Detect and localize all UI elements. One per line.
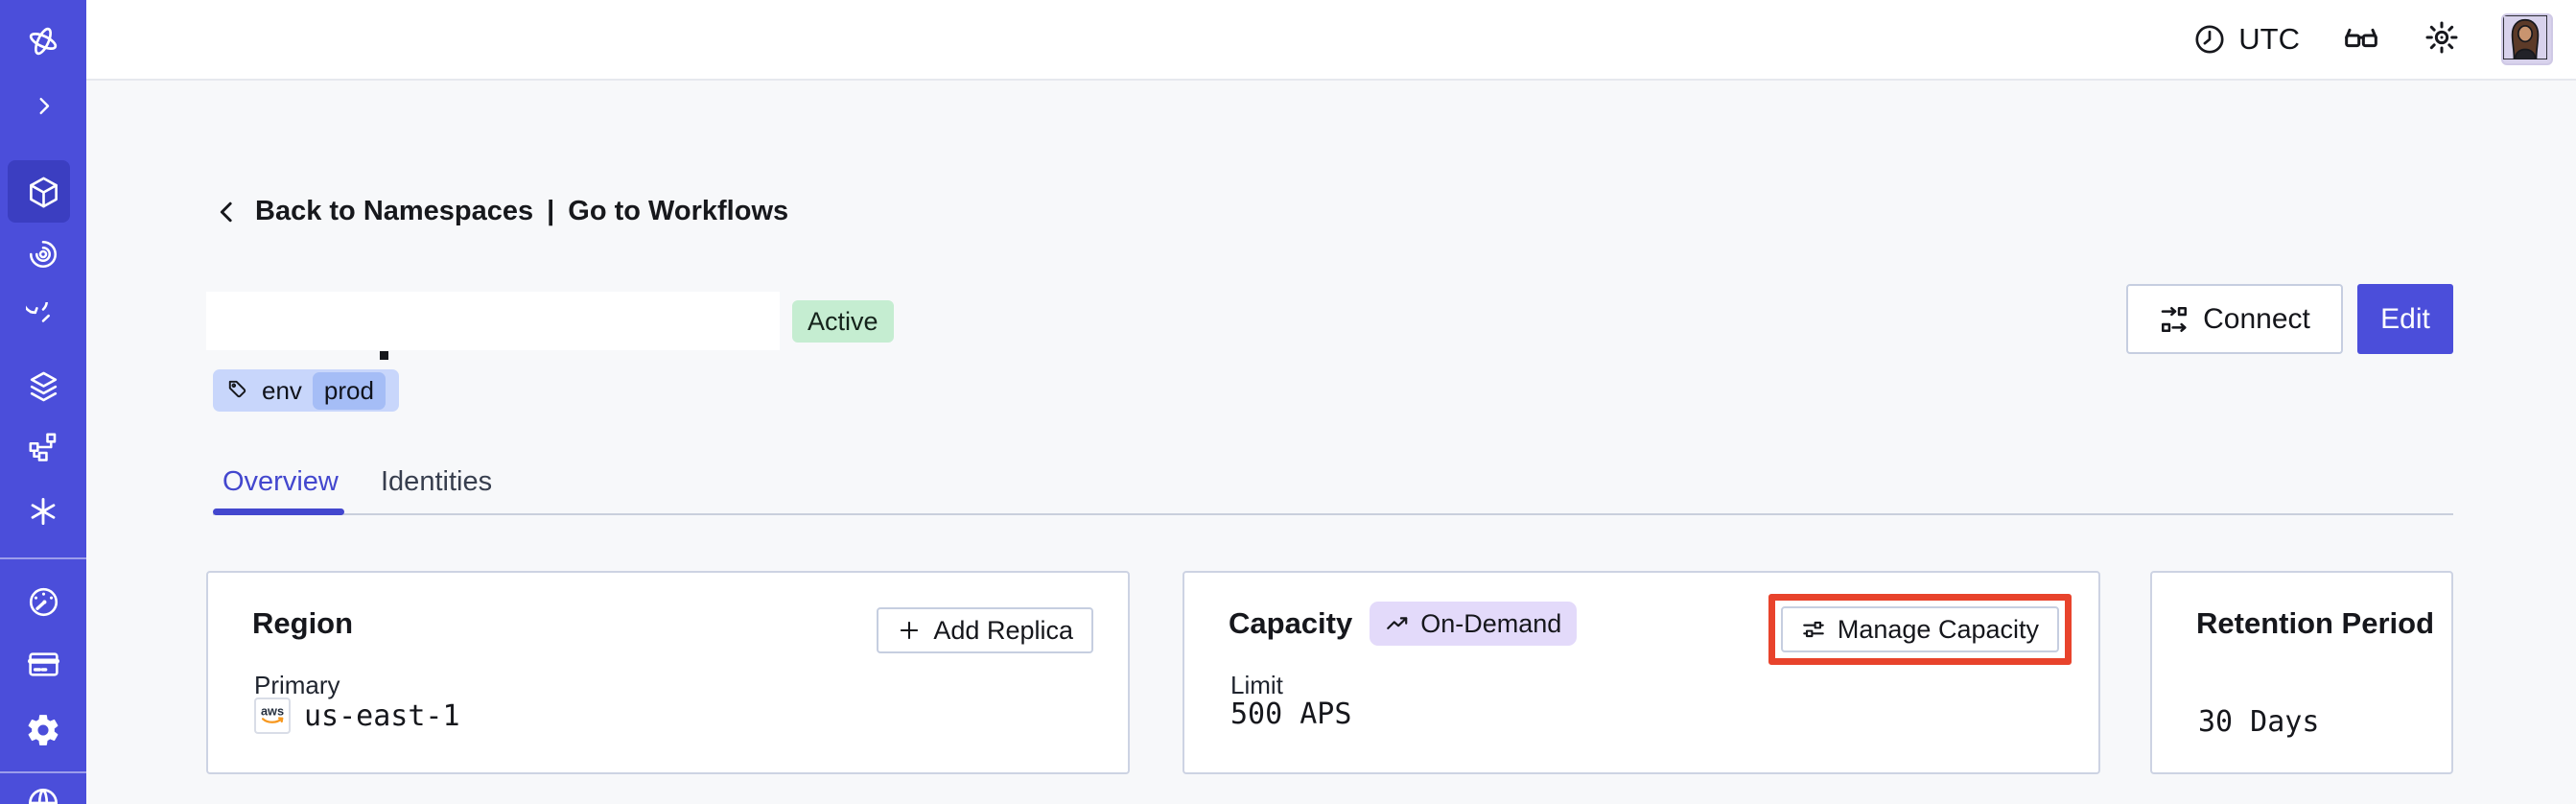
retention-card: Retention Period 30 Days [2150,571,2453,774]
sidebar [0,0,86,804]
red-annotation-box: Manage Capacity [1768,594,2072,665]
tab-overview[interactable]: Overview [222,466,339,497]
sliders-icon [1803,621,1824,638]
asterisk-icon [31,497,56,526]
region-value-row: aws us-east-1 [254,698,460,734]
sidebar-item-home[interactable] [0,23,86,59]
retention-card-title: Retention Period [2196,606,2435,640]
timer-icon [26,302,50,322]
theme-toggle[interactable] [2423,18,2461,61]
namespace-title-redacted [206,292,780,350]
flow-arrows-icon [2161,306,2188,332]
tag-key: env [262,375,302,405]
layers-icon [30,371,57,402]
temporal-logo-icon [29,27,58,56]
breadcrumb: Back to Namespaces | Go to Workflows [213,196,788,227]
add-replica-label: Add Replica [933,615,1073,645]
region-value: us-east-1 [304,698,460,733]
spiral-icon [29,240,58,269]
gauge-icon [29,587,58,617]
status-badge-label: Active [808,306,878,336]
gear-icon [28,715,59,745]
sidebar-divider [0,557,86,559]
region-field-label: Primary [254,671,340,699]
sidebar-item-usage[interactable] [0,584,86,620]
region-card-title: Region [252,606,354,640]
sidebar-item-deployments[interactable] [0,368,86,404]
capacity-card: Capacity On-Demand Manage Capacity [1183,571,2100,774]
sun-icon [2425,21,2458,53]
edit-button-label: Edit [2380,302,2430,335]
back-to-namespaces-link[interactable]: Back to Namespaces [255,196,534,226]
sidebar-item-support[interactable] [0,785,86,804]
tabs-divider-line [213,513,2453,515]
globe-icon [29,789,58,804]
connect-button[interactable]: Connect [2126,284,2343,354]
sidebar-item-billing[interactable] [0,647,86,682]
tag-value: prod [312,371,386,410]
sidebar-active-highlight [8,160,70,223]
tag-icon [228,380,246,398]
active-tab-underline [213,508,344,515]
capacity-card-title: Capacity [1229,606,1353,640]
user-avatar-button[interactable] [2501,13,2553,65]
retention-value: 30 Days [2198,705,2320,739]
capacity-field-label: Limit [1230,671,1283,699]
sidebar-item-batch[interactable] [0,430,86,464]
plus-icon [901,621,919,640]
breadcrumb-divider: | [547,196,555,226]
cube-icon [29,177,58,208]
chevron-left-icon[interactable] [213,198,242,226]
aws-logo-text: aws [261,704,284,719]
tab-identities[interactable]: Identities [381,466,493,497]
on-demand-badge: On-Demand [1370,602,1578,646]
branch-icon [29,433,57,461]
topbar: UTC [86,0,2576,81]
namespace-tag-chip[interactable]: env prod [213,369,399,412]
namespace-title-period [380,351,388,360]
sidebar-item-workflows[interactable] [0,237,86,272]
go-to-workflows-link[interactable]: Go to Workflows [568,196,789,226]
capacity-value: 500 APS [1230,698,1352,731]
chevron-right-icon [39,98,49,114]
avatar-photo [2503,15,2548,60]
sidebar-item-namespaces[interactable] [0,175,86,210]
billing-card-icon [27,652,59,676]
timezone-label: UTC [2238,22,2300,56]
status-badge: Active [792,300,894,343]
on-demand-badge-label: On-Demand [1420,608,1562,638]
sidebar-expand-button[interactable] [0,93,86,119]
clock-icon [2195,25,2224,54]
sidebar-item-settings[interactable] [0,712,86,748]
edit-button[interactable]: Edit [2357,284,2453,354]
manage-capacity-label: Manage Capacity [1837,614,2039,644]
add-replica-button[interactable]: Add Replica [877,607,1093,653]
connect-button-label: Connect [2203,302,2310,335]
manage-capacity-button[interactable]: Manage Capacity [1780,606,2059,652]
sidebar-item-nexus[interactable] [0,494,86,529]
labs-mode-toggle[interactable] [2340,18,2382,61]
glasses-icon [2345,28,2377,47]
sidebar-divider [0,771,86,773]
aws-logo-icon: aws [254,698,291,734]
region-card: Region Add Replica Primary aws us-east-1 [206,571,1130,774]
sidebar-item-schedules[interactable] [0,302,86,337]
timezone-selector[interactable]: UTC [2192,22,2300,57]
trending-up-icon [1387,617,1408,629]
